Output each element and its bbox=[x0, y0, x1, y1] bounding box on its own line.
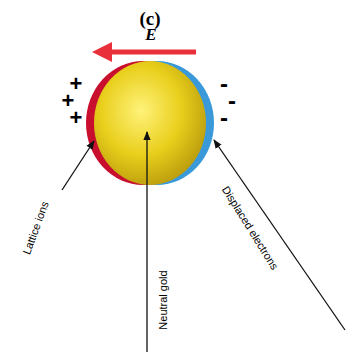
part-label: Displaced electrons bbox=[220, 184, 280, 271]
leader-line bbox=[214, 140, 345, 330]
charge-sign: - bbox=[228, 89, 236, 113]
gold-sphere bbox=[94, 61, 206, 185]
charge-sign: + bbox=[70, 107, 83, 129]
field-arrow-head bbox=[92, 42, 112, 62]
leader-line bbox=[62, 141, 94, 190]
field-symbol: E bbox=[145, 26, 156, 43]
leader-line bbox=[146, 132, 147, 352]
charge-sign: - bbox=[220, 106, 228, 130]
part-label: Neutral gold bbox=[158, 270, 169, 329]
charge-sign: - bbox=[220, 72, 228, 96]
field-arrow-shaft bbox=[108, 50, 196, 55]
part-label: Lattice ions bbox=[21, 200, 50, 256]
